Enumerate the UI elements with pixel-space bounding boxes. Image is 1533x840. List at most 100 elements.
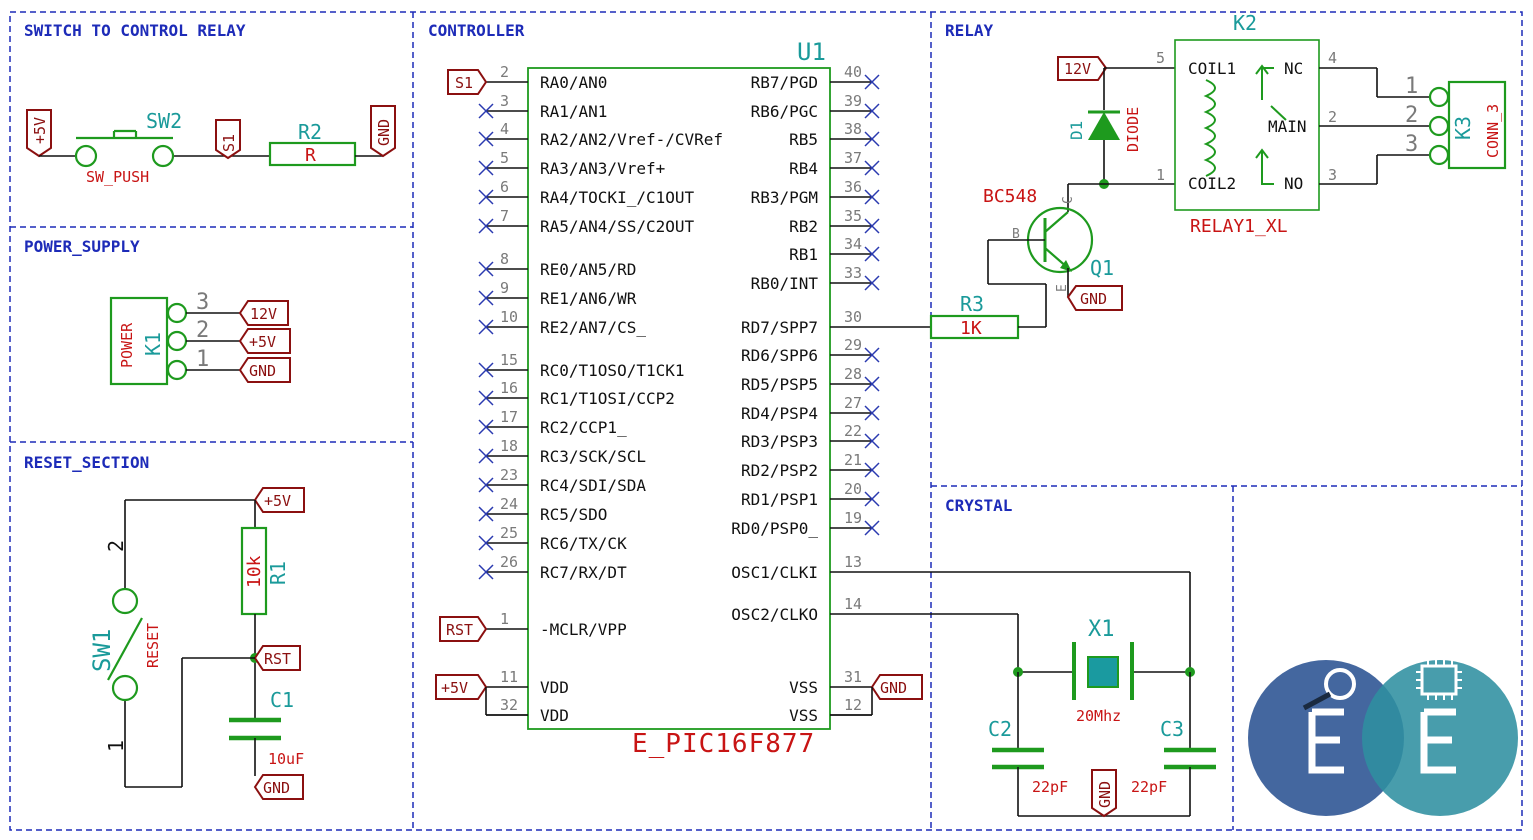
section-title-reset: RESET_SECTION (24, 453, 149, 472)
no-connect-icon (864, 491, 880, 507)
power-section: POWER K1 3 2 1 12V +5V GND (109, 290, 291, 386)
pin-number: 7 (500, 207, 509, 225)
pin-name: RB7/PGD (751, 73, 818, 92)
no-connect-icon (478, 103, 494, 119)
c1-value: 10uF (268, 750, 304, 768)
flag-gnd-relay: GND (1066, 285, 1123, 311)
svg-text:3: 3 (1405, 132, 1418, 157)
pin-name: VDD (540, 678, 569, 697)
pin-number: 36 (844, 178, 862, 196)
svg-text:1: 1 (1156, 166, 1165, 184)
k1-value: POWER (118, 322, 136, 368)
pin-number: 35 (844, 207, 862, 225)
no-connect-icon (478, 261, 494, 277)
section-title-relay: RELAY (945, 21, 994, 40)
svg-text:2: 2 (1328, 108, 1337, 126)
r1-ref: R1 (266, 561, 290, 585)
x1-body (1087, 656, 1119, 688)
no-connect-icon (864, 74, 880, 90)
svg-text:+5V: +5V (249, 333, 276, 351)
no-connect-icon (478, 290, 494, 306)
pin-number: 22 (844, 422, 862, 440)
sw2-value: SW_PUSH (86, 168, 149, 186)
pin-number: 8 (500, 250, 509, 268)
no-connect-icon (864, 103, 880, 119)
pin-name: RC4/SDI/SDA (540, 476, 646, 495)
no-connect-icon (478, 218, 494, 234)
flag-5v-power: +5V (238, 328, 291, 354)
svg-text:+5V: +5V (441, 679, 468, 697)
pin-name: RD0/PSP0_ (731, 519, 818, 538)
flag-gnd-power: GND (238, 357, 291, 383)
brand-logo (1248, 660, 1518, 816)
u1-left-pins: 2RA0/AN03RA1/AN14RA2/AN2/Vref-/CVRef5RA3… (478, 63, 723, 725)
k2-value: RELAY1_XL (1190, 216, 1288, 237)
svg-text:4: 4 (1328, 49, 1337, 67)
no-connect-icon (478, 362, 494, 378)
pin-number: 32 (500, 696, 518, 714)
svg-text:GND: GND (1080, 290, 1107, 308)
no-connect-icon (864, 433, 880, 449)
pin-number: 40 (844, 63, 862, 81)
k2-ref: K2 (1233, 11, 1257, 35)
pin-name: RA3/AN3/Vref+ (540, 159, 665, 178)
d1-ref: D1 (1067, 121, 1086, 140)
pin-name: RD7/SPP7 (741, 318, 818, 337)
no-connect-icon (478, 390, 494, 406)
pin-number: 17 (500, 408, 518, 426)
svg-text:C: C (1061, 196, 1076, 204)
svg-text:GND: GND (375, 119, 393, 146)
pin-name: RC3/SCK/SCL (540, 447, 646, 466)
section-title-switch: SWITCH TO CONTROL RELAY (24, 21, 246, 40)
svg-text:COIL2: COIL2 (1188, 174, 1236, 193)
u1-right-pins: 40RB7/PGD39RB6/PGC38RB537RB436RB3/PGM35R… (731, 63, 880, 725)
section-title-crystal: CRYSTAL (945, 496, 1012, 515)
no-connect-icon (864, 376, 880, 392)
pin-number: 19 (844, 509, 862, 527)
pin-number: 29 (844, 336, 862, 354)
sw2-ref: SW2 (146, 109, 182, 133)
pin-number: 21 (844, 451, 862, 469)
r2-ref: R2 (298, 120, 322, 144)
no-connect-icon (478, 535, 494, 551)
no-connect-icon (864, 131, 880, 147)
pin-number: 1 (500, 610, 509, 628)
pin-number: 5 (500, 149, 509, 167)
pin-number: 25 (500, 524, 518, 542)
pin-number: 15 (500, 351, 518, 369)
r3-value: 1K (960, 318, 982, 339)
k3-value: CONN_3 (1484, 104, 1502, 158)
svg-text:S1: S1 (220, 134, 238, 152)
flag-rst-reset: RST (253, 645, 301, 671)
k2-body (1174, 39, 1320, 211)
pin-number: 39 (844, 92, 862, 110)
pin-name: RE0/AN5/RD (540, 260, 636, 279)
svg-text:+5V: +5V (264, 492, 291, 510)
svg-text:GND: GND (1096, 781, 1114, 808)
flag-12v-relay: 12V (1057, 56, 1108, 81)
pin-name: RA4/TOCKI_/C1OUT (540, 188, 694, 207)
pin-name: RB4 (789, 159, 818, 178)
pin-name: RD3/PSP3 (741, 432, 818, 451)
pin-name: RE1/AN6/WR (540, 289, 637, 308)
pin-name: RB2 (789, 217, 818, 236)
x1-ref: X1 (1088, 617, 1115, 642)
no-connect-icon (478, 319, 494, 335)
c1-ref: C1 (270, 688, 294, 712)
svg-text:5: 5 (1156, 49, 1165, 67)
pin-name: RE2/AN7/CS_ (540, 318, 646, 337)
pin-name: OSC1/CLKI (731, 563, 818, 582)
pin-number: 11 (500, 668, 518, 686)
